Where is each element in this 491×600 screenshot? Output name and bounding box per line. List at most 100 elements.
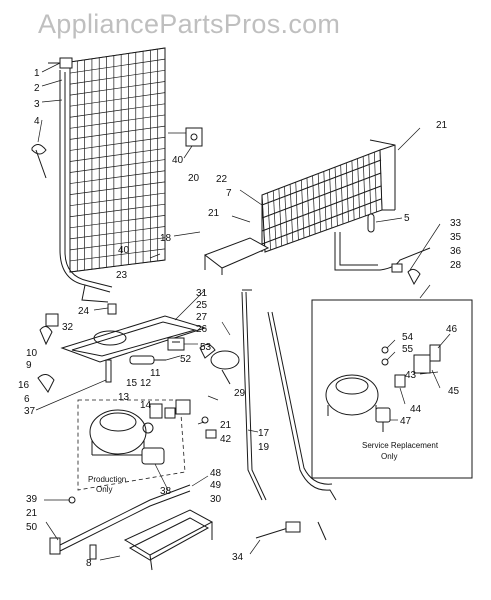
watermark-text: AppliancePartsPros.com [38, 9, 341, 39]
callout-21: 21 [208, 208, 220, 219]
callout-9: 9 [26, 360, 32, 371]
production-only-box: Production Only [77, 399, 186, 494]
clip-32 [39, 313, 59, 346]
callout-34: 34 [232, 552, 244, 563]
callout-49: 49 [210, 480, 222, 491]
callout-25: 25 [196, 300, 208, 311]
callout-20: 20 [188, 173, 200, 184]
condenser-tube-run [69, 237, 166, 251]
drain-hose-34 [255, 521, 327, 541]
callout-19: 19 [258, 442, 270, 453]
condenser-tube-run [69, 69, 166, 85]
callout-29: 29 [234, 388, 246, 399]
condenser-tube-run [69, 203, 166, 218]
callout-43: 43 [405, 370, 417, 381]
callout-12: 12 [140, 378, 152, 389]
callout-47: 47 [400, 416, 412, 427]
evaporator-tube [261, 198, 382, 245]
condenser-tube-run [69, 170, 166, 184]
condenser-tube-run [69, 47, 166, 63]
evaporator-tube [261, 185, 382, 232]
bracket-24 [107, 303, 117, 315]
callout-numbers: 1 2 3 4 40 20 21 22 7 21 18 5 40 23 33 3… [18, 68, 462, 569]
overload-13 [142, 403, 163, 434]
callout-26: 26 [196, 324, 208, 335]
callout-18: 18 [160, 233, 172, 244]
evaporator-fin [374, 152, 377, 213]
service-replacement-box: Service Replacement Only [311, 299, 473, 479]
condenser-tube-run [69, 58, 166, 74]
callout-22: 22 [216, 174, 228, 185]
condenser-tube-run [69, 125, 166, 140]
terminal-53 [167, 337, 185, 351]
mounting-rail [49, 484, 191, 560]
callout-31: 31 [196, 288, 208, 299]
callout-8: 8 [86, 558, 92, 569]
condenser-tube-run [69, 148, 166, 162]
callout-14: 14 [140, 400, 152, 411]
callout-1: 1 [34, 68, 40, 79]
condenser-tube-run [69, 103, 166, 118]
callout-16: 16 [18, 380, 30, 391]
callout-50: 50 [26, 522, 38, 533]
callout-54: 54 [402, 332, 414, 343]
condenser-tube-run [69, 136, 166, 151]
condenser-tube-run [69, 226, 166, 240]
callout-32: 32 [62, 322, 74, 333]
callout-30: 30 [210, 494, 222, 505]
clip-16 [37, 374, 55, 393]
condenser-tube-run [69, 259, 166, 273]
callout-4: 4 [34, 116, 40, 127]
callout-6: 6 [24, 394, 30, 405]
drain-tube-long [267, 311, 337, 501]
condenser-tube-run [69, 92, 166, 107]
callout-24: 24 [78, 306, 90, 317]
relay-11 [164, 399, 191, 419]
accumulator-5 [367, 213, 375, 233]
callout-7: 7 [226, 188, 232, 199]
callout-38: 38 [160, 486, 172, 497]
callout-46: 46 [446, 324, 458, 335]
tube-clip-4 [31, 144, 47, 179]
capacitor-38 [141, 447, 165, 465]
evaporator-fin [362, 156, 366, 217]
condenser-tube-run [69, 215, 166, 229]
callout-33: 33 [450, 218, 462, 229]
callout-21: 21 [220, 420, 232, 431]
callout-44: 44 [410, 404, 422, 415]
capillary-tube-17 [241, 289, 267, 501]
compressor-production [89, 409, 147, 456]
callout-28: 28 [450, 260, 462, 271]
condenser-coil [59, 47, 166, 303]
evaporator-fin [317, 173, 322, 233]
connector-52 [129, 355, 166, 365]
production-only-label: Production [88, 475, 126, 484]
base-plate [123, 509, 214, 571]
evaporator-mount-rail [203, 237, 270, 275]
callout-11: 11 [150, 368, 161, 379]
condenser-tube-run [69, 192, 166, 207]
suction-line-33 [334, 232, 431, 286]
callout-10: 10 [26, 348, 38, 359]
condenser-tube-run [69, 114, 166, 129]
callout-15: 15 [126, 378, 138, 389]
evaporator-tube [261, 172, 382, 219]
callout-2: 2 [34, 83, 40, 94]
fan-motor-29 [199, 344, 240, 385]
callout-21: 21 [436, 120, 448, 131]
callout-37: 37 [24, 406, 36, 417]
evaporator-fin [351, 160, 355, 221]
evaporator-fin [323, 171, 327, 231]
bolt-6 [105, 359, 112, 383]
evaporator-fin [334, 167, 338, 227]
callout-39: 39 [26, 494, 38, 505]
callout-3: 3 [34, 99, 40, 110]
condenser-tube-run [69, 248, 166, 262]
condenser-tube-run [69, 159, 166, 173]
evaporator-coil [261, 139, 396, 253]
callout-35: 35 [450, 232, 462, 243]
fan-bracket-20 [168, 127, 203, 147]
evaporator-tube [261, 159, 382, 206]
